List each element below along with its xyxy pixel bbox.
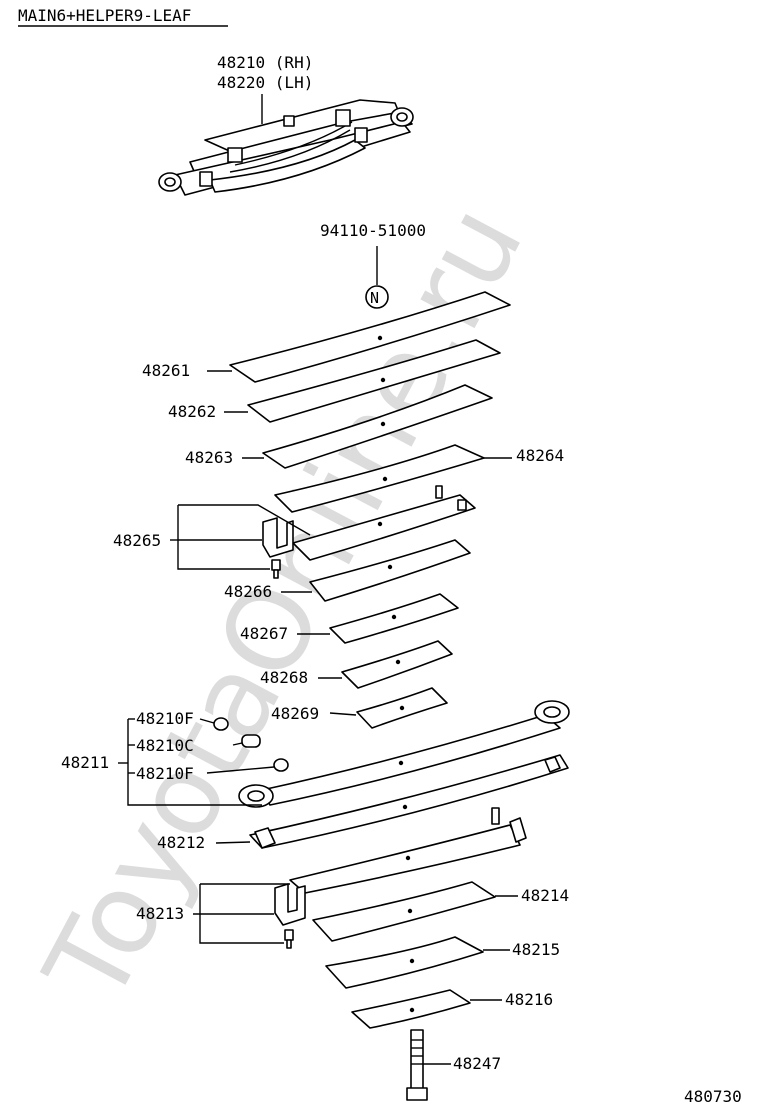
part-48264-label: 48264: [516, 446, 564, 465]
part-48247-label: 48247: [453, 1054, 501, 1073]
part-48212-label: 48212: [157, 833, 205, 852]
bushing-48210F-bottom: [273, 758, 289, 772]
part-48261-label: 48261: [142, 361, 190, 380]
part-48262-label: 48262: [168, 402, 216, 421]
part-48215-label: 48215: [512, 940, 560, 959]
part-48210F-top-label: 48210F: [136, 709, 194, 728]
leaf-48265: [292, 494, 476, 561]
bushing-48210F-top: [213, 717, 229, 731]
nut-symbol-letter: N: [370, 289, 379, 307]
part-48216-label: 48216: [505, 990, 553, 1009]
part-48266-label: 48266: [224, 582, 272, 601]
leaf-48266: [309, 539, 471, 602]
part-94110-51000-label: 94110-51000: [320, 221, 426, 240]
part-48214-label: 48214: [521, 886, 569, 905]
leaf-48214: [312, 881, 496, 942]
leaf-48263: [262, 384, 493, 469]
diagram-code: 480730: [684, 1087, 742, 1106]
part-48267-label: 48267: [240, 624, 288, 643]
part-48210F-bottom-label: 48210F: [136, 764, 194, 783]
assembly-label-rh: 48210 (RH): [217, 53, 313, 72]
leaf-48213: [289, 824, 521, 894]
part-48210C-label: 48210C: [136, 736, 194, 755]
leaf-48268: [341, 640, 453, 689]
leaf-48211: [261, 714, 561, 806]
part-48265-label: 48265: [113, 531, 161, 550]
leaf-48262: [247, 339, 501, 423]
center-bolt-48247: [406, 1029, 428, 1101]
part-48263-label: 48263: [185, 448, 233, 467]
part-48211-label: 48211: [61, 753, 109, 772]
part-48213-label: 48213: [136, 904, 184, 923]
part-48269-label: 48269: [271, 704, 319, 723]
assembly-label-lh: 48220 (LH): [217, 73, 313, 92]
spring-assembly-illustration: [158, 99, 414, 196]
bushing-48210C: [241, 734, 261, 748]
clip-48213: [274, 883, 306, 949]
leaf-48215: [325, 936, 484, 989]
diagram-title: MAIN6+HELPER9-LEAF: [18, 6, 191, 25]
leaf-48212: [249, 754, 569, 849]
leaf-48264: [274, 444, 485, 513]
clip-48265: [262, 517, 294, 579]
leaf-48261: [229, 291, 511, 383]
nut-symbol-circle: [365, 285, 389, 309]
part-48268-label: 48268: [260, 668, 308, 687]
